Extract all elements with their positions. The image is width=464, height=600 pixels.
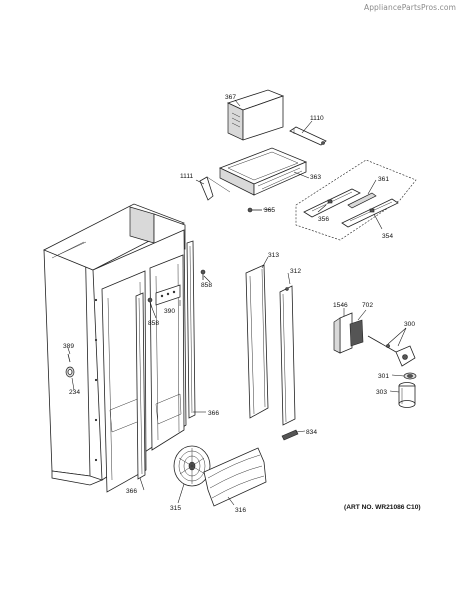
callout-361: 361 [378, 176, 389, 183]
part-312-panel[interactable] [279, 285, 296, 426]
callout-858-right: 858 [201, 282, 212, 289]
callout-301: 301 [378, 373, 389, 380]
part-365-screw[interactable] [247, 207, 262, 213]
callout-1110: 1110 [310, 115, 324, 122]
refrigerator-cabinet[interactable] [43, 203, 187, 493]
callout-702: 702 [362, 302, 373, 309]
part-300-valve[interactable] [367, 335, 416, 367]
part-366-gasket-b[interactable] [135, 292, 146, 480]
leader-lines [67, 99, 407, 506]
part-354-rail[interactable] [341, 198, 399, 228]
kit-group-356-361-354[interactable] [295, 159, 417, 241]
callout-366-left: 366 [126, 488, 137, 495]
callout-858-left: 858 [148, 320, 159, 327]
callout-303: 303 [376, 389, 387, 396]
part-303-motor[interactable] [398, 382, 416, 408]
callout-1111: 1111 [180, 173, 194, 180]
part-858-screw-b[interactable] [147, 297, 153, 309]
part-366-gasket-a[interactable] [186, 240, 196, 419]
callout-390: 390 [164, 308, 175, 315]
callout-366-right: 366 [208, 410, 219, 417]
watermark-text: AppliancePartsPros.com [363, 3, 456, 12]
part-356-rail[interactable] [303, 188, 361, 218]
callout-365: 365 [264, 207, 275, 214]
part-389-bushing[interactable] [67, 353, 71, 363]
callout-356: 356 [318, 216, 329, 223]
callout-367: 367 [225, 94, 236, 101]
callout-300: 300 [404, 321, 415, 328]
callout-389: 389 [63, 343, 74, 350]
part-361-clip[interactable] [347, 192, 377, 209]
callout-312: 312 [290, 268, 301, 275]
part-390-label[interactable] [155, 284, 181, 306]
part-301-gear[interactable] [403, 372, 417, 380]
part-315-fan[interactable] [173, 445, 211, 487]
callout-313: 313 [268, 252, 279, 259]
part-313-panel[interactable] [245, 264, 269, 419]
part-702-cover[interactable] [349, 319, 364, 347]
callout-1546: 1546 [333, 302, 348, 309]
part-234-knob[interactable] [65, 366, 75, 378]
callout-315: 315 [170, 505, 181, 512]
part-1111-rod[interactable] [199, 176, 231, 201]
part-367-cover[interactable] [226, 89, 285, 141]
art-number: (ART NO. WR21086 C10) [344, 504, 421, 511]
callout-labels: 367 1110 1111 363 365 361 356 354 313 31… [63, 94, 421, 514]
part-363-housing[interactable] [218, 147, 308, 196]
part-1546-damper[interactable] [333, 312, 353, 354]
part-834-clip[interactable] [281, 429, 299, 441]
callout-316: 316 [235, 507, 246, 514]
part-316-grille[interactable] [203, 447, 267, 507]
callout-363: 363 [310, 174, 321, 181]
part-1110-bracket[interactable] [289, 126, 327, 146]
callout-234: 234 [69, 389, 80, 396]
callout-834: 834 [306, 429, 317, 436]
callout-354: 354 [382, 233, 393, 240]
part-858-screw-a[interactable] [200, 269, 206, 280]
